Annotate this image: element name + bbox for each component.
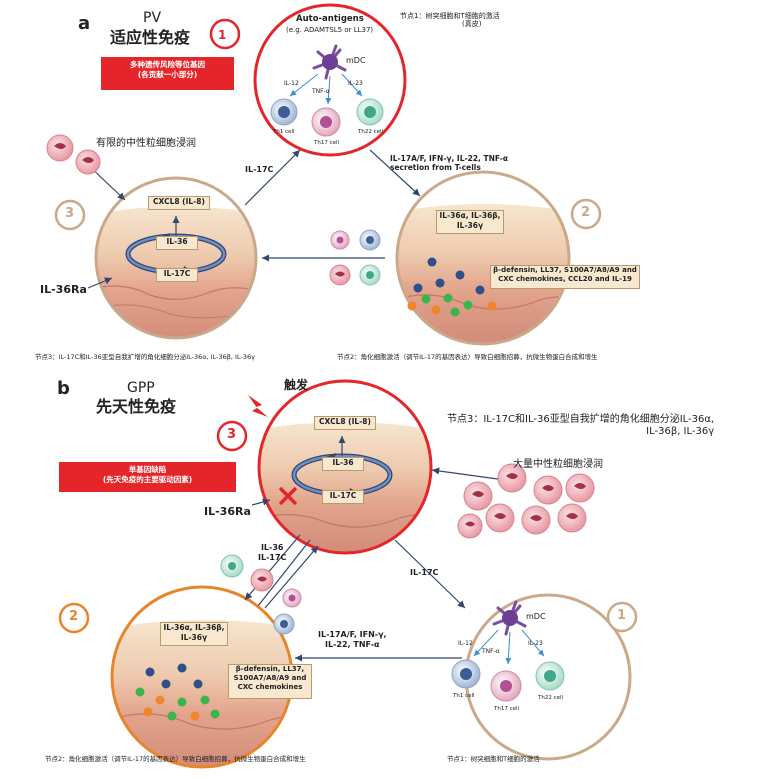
panel-b-letter: b [57,378,70,399]
panel-b-monogenic-line1: 单基因缺陷 [128,465,167,474]
b-defensin-line1: β-defensin, LL37, [235,665,305,673]
panel-a-letter: a [78,13,91,34]
panel-b-monogenic-line2: (先天免疫的主要驱动因素) [102,475,193,485]
a-secretion-line1: IL-17A/F, IFN-γ, IL-22, TNF-α [390,154,509,163]
b-secretion-label: IL-17A/F, IFN-γ, IL-22, TNF-α [318,630,387,649]
a-il36-family-line2: IL-36γ [456,220,484,230]
b-defensin-line3: CXC chemokines [237,683,303,692]
b-num1-label: 1 [617,608,627,623]
a-il36ra-label: IL-36Ra [40,283,87,296]
a-il36-box: IL-36 [156,236,198,250]
b-node2-dots [135,663,220,721]
b-num2-badge [58,602,90,634]
a-il17c-box: IL-17C [156,268,198,282]
b-defensin-line2: S100A7/A8/A9 and [233,674,307,683]
b-neutrophil-cluster [457,463,595,539]
b-il23-label: IL-23 [528,640,543,647]
panel-b-monogenic-box: 单基因缺陷 (先天免疫的主要驱动因素) [59,462,236,492]
a-tnfa-label: TNF-α [312,88,330,95]
a-node1-note-line1: 节点1：树突细胞和T细胞的激活 [400,12,500,20]
a-node1-note: 节点1：树突细胞和T细胞的激活 (真皮) [400,12,500,29]
a-th17-label: Th17 cell [314,140,340,146]
b-num3-badge [216,420,248,452]
a-node1-note-line2: (真皮) [462,20,482,29]
a-auto-antigens-eg: (e.g. ADAMTSL5 or LL37) [286,26,374,34]
panel-b-title-innate: 先天性免疫 [96,397,177,416]
a-th1-label: Th1 cell [273,129,295,135]
b-mdc-label: mDC [526,612,546,621]
a-defensin-line2: CXC chemokines, CCL20 and IL-19 [498,275,632,284]
b-th1-label: Th1 cell [453,693,475,699]
panel-a-title-adaptive: 适应性免疫 [110,28,191,47]
a-il12-label: IL-12 [284,80,299,87]
b-node2-note: 节点2：角化细胞激活（调节IL-17的基因表达）导致白细胞招募，抗微生物蛋白合成… [45,755,306,763]
a-secretion-label: IL-17A/F, IFN-γ, IL-22, TNF-α secretion … [390,154,508,172]
b-node3-note: 节点3：IL-17C和IL-36亚型自我扩增的角化细胞分泌IL-36α, IL-… [447,414,714,438]
b-num3-label: 3 [227,427,237,442]
a-il36-family-box: IL-36α, IL-36β, IL-36γ [436,210,504,234]
b-secretion-line1: IL-17A/F, IFN-γ, [318,630,387,639]
b-node3-note-line1: 节点3：IL-17C和IL-36亚型自我扩增的角化细胞分泌IL-36α, [447,414,715,425]
a-node2-dots [407,257,497,317]
a-il23-label: IL-23 [348,80,363,87]
a-num3-badge [54,199,86,231]
a-num1-badge [209,18,241,50]
panel-b-title-gpp: GPP [127,380,155,396]
b-il36-family-box: IL-36α, IL-36β, IL-36γ [160,622,228,646]
b-cxcl8-box: CXCL8 (IL-8) [314,416,376,430]
a-th22-label: Th22 cell [358,129,384,135]
b-massive-neutrophils: 大量中性粒细胞浸润 [513,459,603,470]
b-num2-label: 2 [69,609,79,624]
b-migrating-cells [220,554,302,635]
b-il17c-box: IL-17C [322,490,364,504]
panel-a-genetic-risk-box: 多种遗传风险等位基因 (各贡献一小部分) [101,57,234,90]
a-dendritic-cell [312,44,347,80]
b-il36-il17c-line1: IL-36 [260,543,284,552]
b-il36ra-label: IL-36Ra [204,505,251,518]
a-mdc-label: mDC [346,56,366,65]
b-th22-label: Th22 cell [538,695,564,701]
b-dendritic-cell [492,600,527,636]
a-neutrophils [46,134,101,175]
panel-a-title-pv: PV [143,10,162,26]
b-node3-note-line2: IL-36β, IL-36γ [646,426,715,437]
b-il36-il17c-label: IL-36 IL-17C [258,543,286,562]
panel-a-genetic-risk-line2: (各贡献一小部分) [137,70,198,80]
a-defensin-line1: β-defensin, LL37, S100A7/A8/A9 and [493,266,637,274]
b-defensin-box: β-defensin, LL37, S100A7/A8/A9 and CXC c… [228,664,312,699]
a-num2-label: 2 [581,205,591,220]
b-il36-family-line1: IL-36α, IL-36β, [163,623,225,632]
panel-a-genetic-risk-line1: 多种遗传风险等位基因 [130,60,205,69]
a-auto-antigens: Auto-antigens [296,14,364,24]
a-secretion-line2: secretion from T-cells [390,163,481,172]
b-secretion-line2: IL-22, TNF-α [325,639,380,649]
b-il36-family-line2: IL-36γ [180,632,208,642]
a-defensin-box: β-defensin, LL37, S100A7/A8/A9 and CXC c… [490,265,640,289]
a-il17c-arrow-label: IL-17C [245,165,274,174]
b-il36-il17c-line2: IL-17C [258,552,287,562]
a-limited-neutrophils: 有限的中性粒细胞浸润 [96,138,196,149]
b-th17-label: Th17 cell [494,706,520,712]
a-num2-badge [570,198,602,230]
a-node2-note: 节点2：角化细胞激活（调节IL-17的基因表达）导致白细胞招募，抗微生物蛋白合成… [337,353,598,361]
a-il36-family-line1: IL-36α, IL-36β, [439,211,501,220]
b-lightning-icon [248,395,268,417]
b-num1-badge [606,601,638,633]
b-il17c-arrow-label: IL-17C [410,568,439,577]
b-il36-box: IL-36 [322,457,364,471]
b-node1-note: 节点1：树突细胞和T细胞的激活 [447,755,540,763]
b-blocked-x-icon [278,486,298,506]
b-trigger-label: 触发 [284,378,309,392]
a-node2-skin [397,172,569,344]
b-il12-label: IL-12 [458,640,473,647]
b-tnfa-label: TNF-α [482,648,500,655]
a-node3-note: 节点3：IL-17C和IL-36亚型自我扩增的角化细胞分泌IL-36α, IL-… [35,353,255,361]
a-migrating-cells [329,229,381,286]
a-cxcl8-box: CXCL8 (IL-8) [148,196,210,210]
a-num3-label: 3 [65,206,75,221]
a-num1-label: 1 [218,28,227,42]
